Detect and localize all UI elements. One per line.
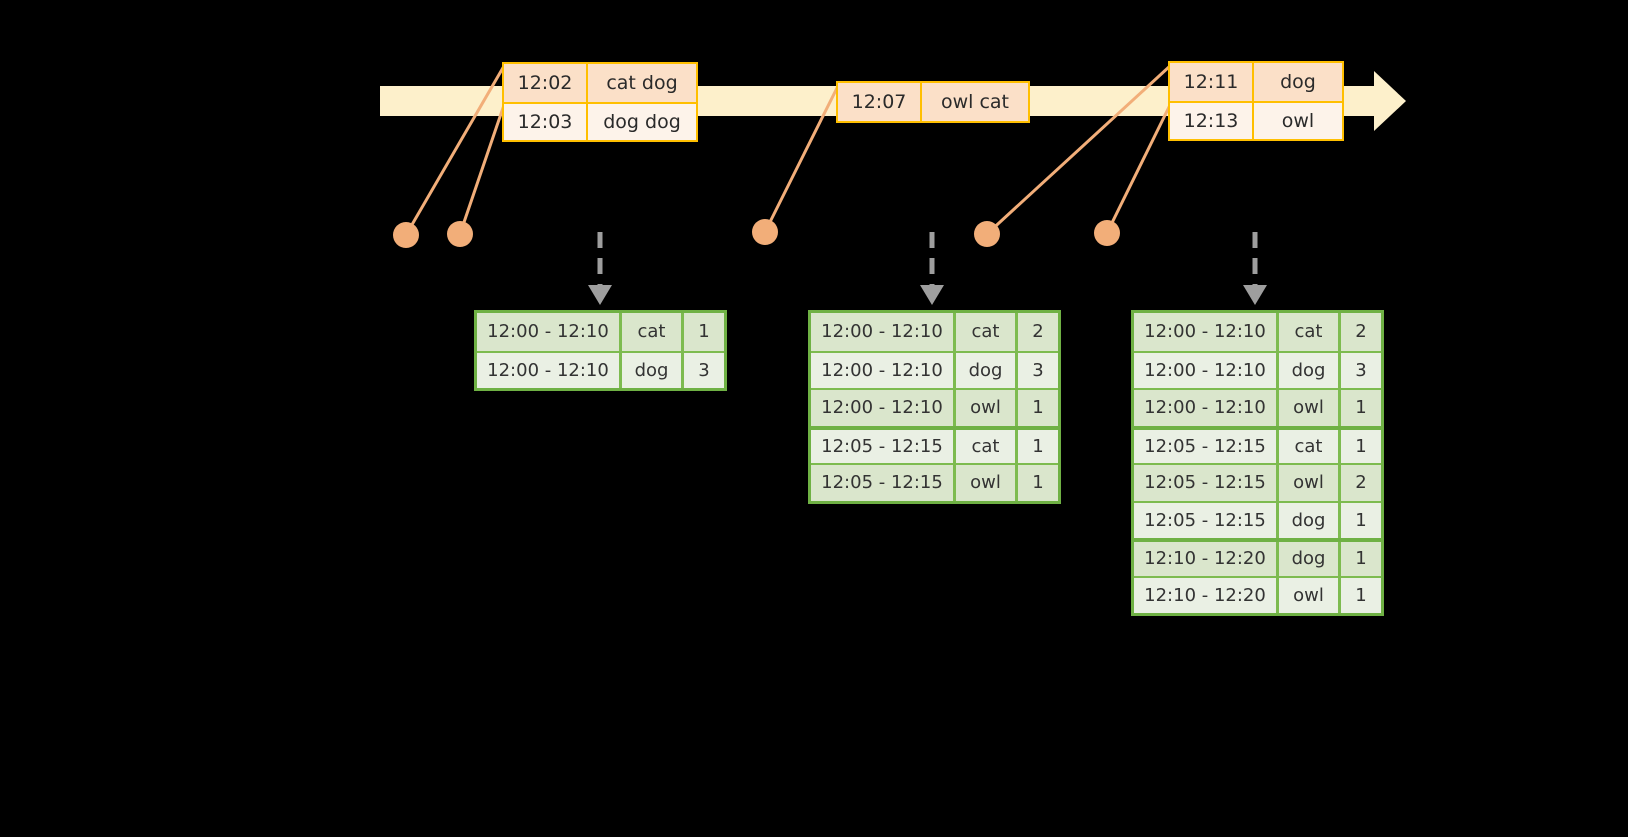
key-cell: dog (1279, 542, 1341, 576)
event-payload: cat dog (606, 72, 678, 94)
leader-line-5 (1105, 104, 1172, 234)
count-cell: 1 (1032, 435, 1044, 457)
timeline-arrowhead-icon (1374, 71, 1406, 131)
connector-dot-4 (974, 221, 1000, 247)
event-payload: owl cat (940, 91, 1010, 113)
key-cell: owl (956, 390, 1018, 426)
event-row: 12:11 dog (1170, 63, 1342, 101)
window-cell: 12:05 - 12:15 (811, 429, 956, 463)
count-cell: 2 (1032, 321, 1044, 343)
count-cell: 3 (1032, 359, 1044, 381)
key-cell: dog (622, 352, 684, 388)
down-arrow-2-head-icon (920, 285, 944, 305)
count-cell: 3 (698, 359, 710, 381)
down-arrows-group (588, 232, 1267, 305)
window-cell: 12:00 - 12:10 (477, 313, 622, 351)
connector-dot-3 (752, 219, 778, 245)
window-cell: 12:00 - 12:10 (811, 390, 956, 426)
event-time: 12:07 (838, 83, 922, 121)
count-cell: 1 (698, 321, 710, 343)
count-cell: 1 (1032, 472, 1044, 494)
key-cell: cat (1279, 313, 1341, 351)
window-cell: 12:05 - 12:15 (1134, 502, 1279, 538)
event-row: 12:07 owl cat (838, 83, 1028, 121)
window-cell: 12:00 - 12:10 (477, 352, 622, 388)
key-cell: owl (1279, 465, 1341, 501)
window-cell: 12:10 - 12:20 (1134, 542, 1279, 576)
key-cell: cat (956, 429, 1018, 463)
window-cell: 12:05 - 12:15 (1134, 429, 1279, 463)
event-group-1[interactable]: 12:02 cat dog 12:03 dog dog (502, 62, 698, 142)
count-cell: 3 (1355, 359, 1367, 381)
connector-dots-group (393, 219, 1120, 248)
event-row: 12:13 owl (1170, 101, 1342, 139)
event-time: 12:13 (1170, 103, 1254, 139)
window-cell: 12:00 - 12:10 (1134, 390, 1279, 426)
event-payload: dog dog (603, 111, 681, 133)
event-time: 12:02 (504, 64, 588, 102)
key-cell: dog (1279, 502, 1341, 538)
window-cell: 12:00 - 12:10 (811, 313, 956, 351)
count-cell: 1 (1355, 584, 1367, 606)
connector-dot-1 (393, 222, 419, 248)
event-row: 12:03 dog dog (504, 102, 696, 140)
down-arrow-1-head-icon (588, 285, 612, 305)
count-cell: 1 (1355, 548, 1367, 570)
count-cell: 1 (1355, 397, 1367, 419)
key-cell: owl (1279, 577, 1341, 613)
count-cell: 2 (1355, 321, 1367, 343)
window-cell: 12:00 - 12:10 (1134, 352, 1279, 388)
event-group-2[interactable]: 12:07 owl cat (836, 81, 1030, 123)
window-cell: 12:00 - 12:10 (1134, 313, 1279, 351)
key-cell: cat (956, 313, 1018, 351)
count-cell: 1 (1032, 397, 1044, 419)
down-arrow-3-head-icon (1243, 285, 1267, 305)
event-group-3[interactable]: 12:11 dog 12:13 owl (1168, 61, 1344, 141)
count-cell: 1 (1355, 509, 1367, 531)
count-cell: 1 (1355, 435, 1367, 457)
event-payload: owl (1281, 110, 1315, 132)
window-cell: 12:00 - 12:10 (811, 352, 956, 388)
event-time: 12:11 (1170, 63, 1254, 101)
connector-dot-5 (1094, 220, 1120, 246)
key-cell: owl (956, 465, 1018, 501)
connector-dot-2 (447, 221, 473, 247)
event-time: 12:03 (504, 104, 588, 140)
key-cell: dog (956, 352, 1018, 388)
window-cell: 12:10 - 12:20 (1134, 577, 1279, 613)
event-row: 12:02 cat dog (504, 64, 696, 102)
leader-line-2 (458, 104, 506, 235)
window-cell: 12:05 - 12:15 (811, 465, 956, 501)
key-cell: cat (622, 313, 684, 351)
key-cell: cat (1279, 429, 1341, 463)
key-cell: dog (1279, 352, 1341, 388)
window-cell: 12:05 - 12:15 (1134, 465, 1279, 501)
key-cell: owl (1279, 390, 1341, 426)
count-cell: 2 (1355, 472, 1367, 494)
event-payload: dog (1280, 71, 1316, 93)
